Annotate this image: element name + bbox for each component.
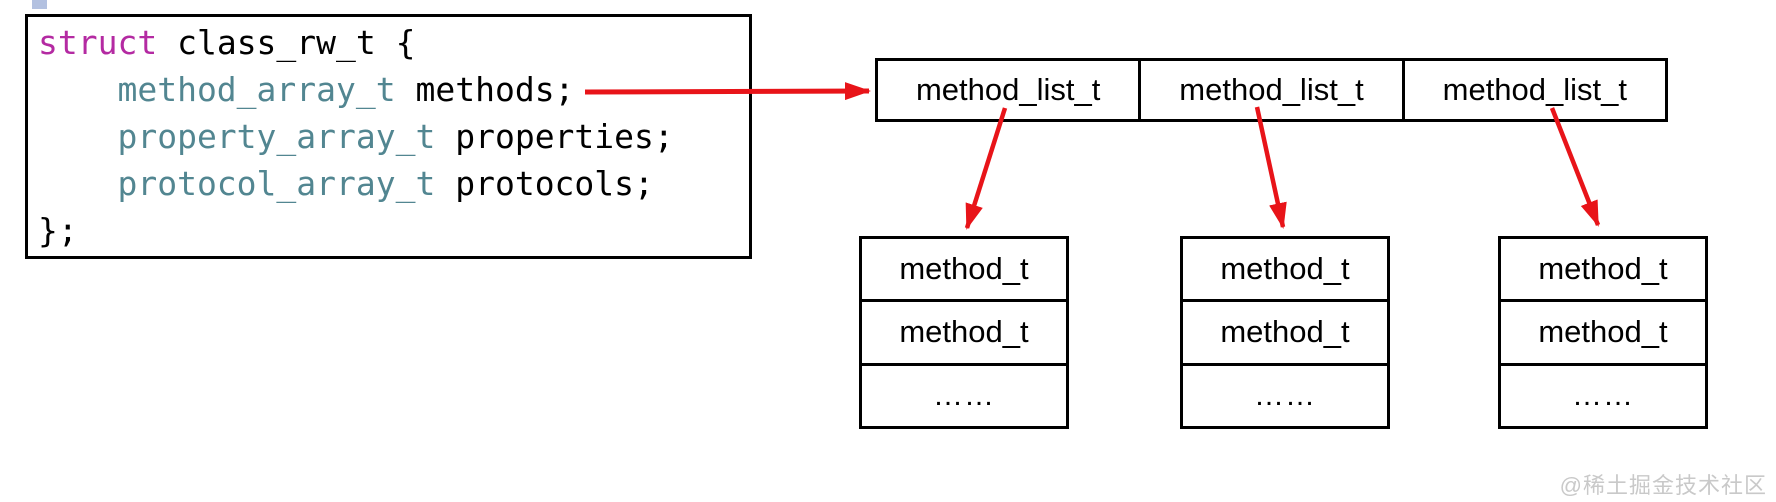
method-table-3-row-2: method_t	[1501, 302, 1705, 366]
arrow-list3-to-table3	[1549, 107, 1601, 227]
method-table-1: method_t method_t ……	[859, 236, 1069, 429]
type-method-array-t: method_array_t	[117, 70, 396, 109]
method-table-2-row-1: method_t	[1183, 239, 1387, 303]
code-line-properties: property_array_t properties;	[38, 113, 749, 160]
arrow-list1-to-table1	[964, 107, 1008, 230]
watermark-text: @稀土掘金技术社区	[1559, 473, 1767, 498]
code-line-closing: };	[38, 211, 78, 250]
method-table-3: method_t method_t ……	[1498, 236, 1708, 429]
method-list-cell-1: method_list_t	[878, 61, 1142, 119]
type-protocol-array-t: protocol_array_t	[117, 164, 436, 203]
method-table-2-row-2: method_t	[1183, 302, 1387, 366]
code-line-protocols: protocol_array_t protocols;	[38, 160, 749, 207]
keyword-struct: struct	[38, 23, 158, 62]
field-protocols: protocols;	[455, 164, 654, 203]
code-line-1: struct class_rw_t {	[38, 19, 749, 66]
code-line-1-rest: class_rw_t {	[157, 23, 416, 62]
field-properties: properties;	[455, 117, 674, 156]
method-table-1-row-1: method_t	[862, 239, 1066, 303]
field-methods: methods;	[415, 70, 575, 109]
method-list-cell-3: method_list_t	[1442, 72, 1628, 107]
method-table-3-row-ellipsis: ……	[1572, 378, 1634, 412]
method-table-2-row-ellipsis: ……	[1254, 378, 1316, 412]
code-line-methods: method_array_t methods;	[38, 66, 749, 113]
type-property-array-t: property_array_t	[117, 117, 436, 156]
top-edge-tab-artifact	[32, 0, 47, 9]
arrow-list2-to-table2	[1254, 106, 1287, 229]
method-list-cell-2: method_list_t	[1141, 61, 1405, 119]
method-list-table: method_list_t method_list_t method_list_…	[875, 58, 1668, 122]
method-table-1-row-ellipsis: ……	[933, 378, 995, 412]
method-table-1-row-2: method_t	[862, 302, 1066, 366]
method-table-2: method_t method_t ……	[1180, 236, 1390, 429]
method-table-3-row-1: method_t	[1501, 239, 1705, 303]
